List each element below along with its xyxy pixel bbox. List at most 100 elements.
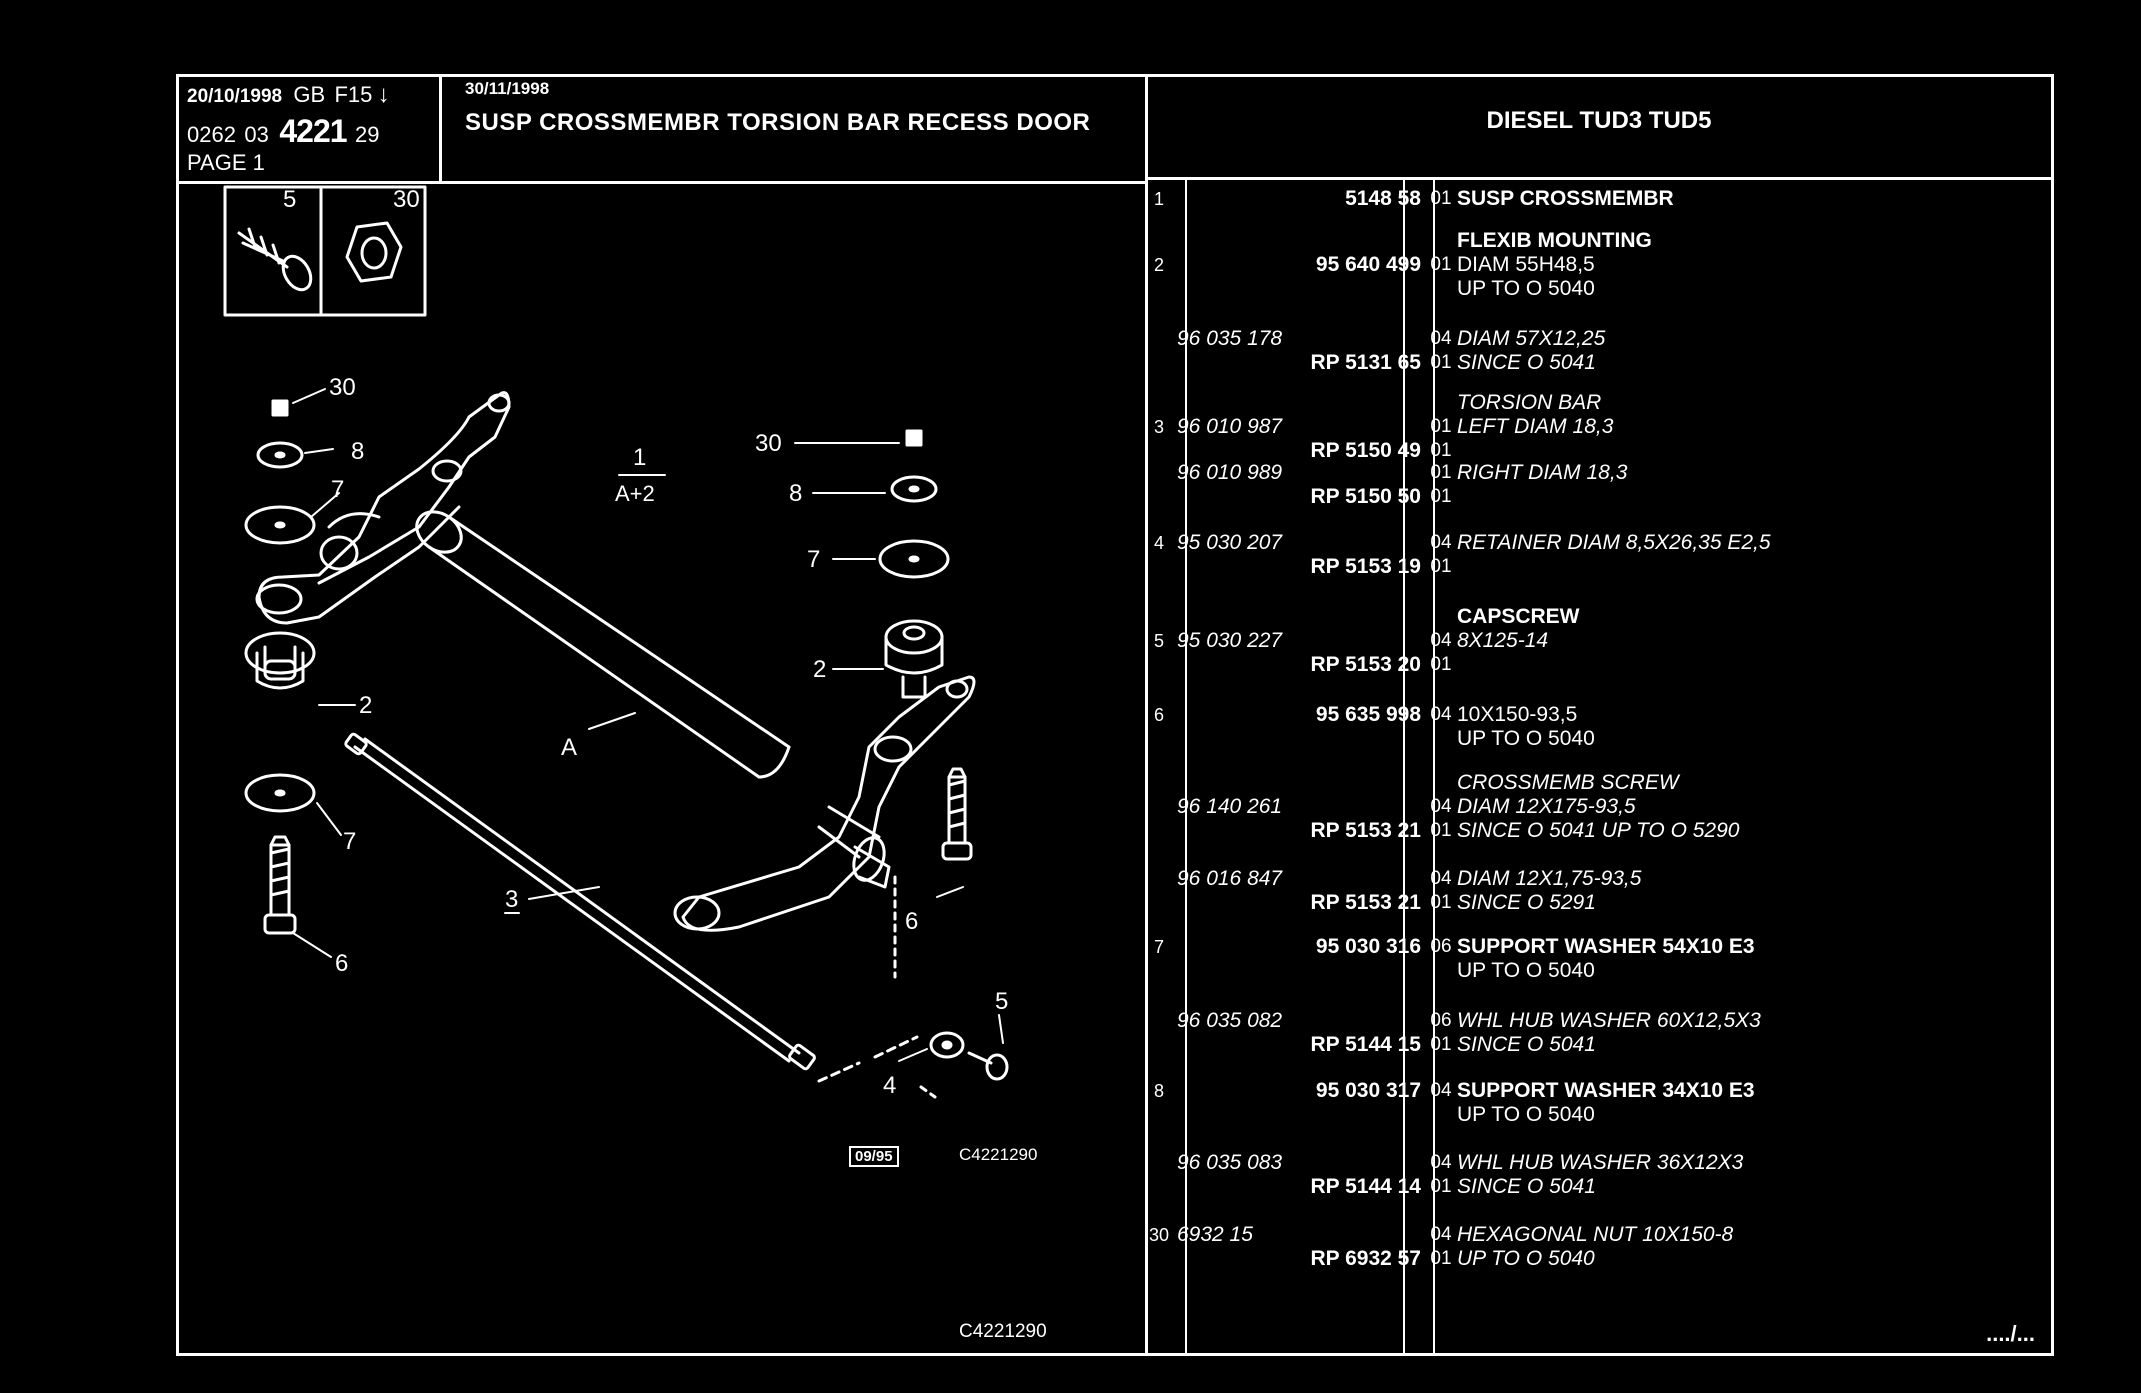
left-mount-stack: [244, 399, 316, 935]
part-description: RIGHT DIAM 18,3: [1457, 461, 1628, 484]
part-description: UP TO O 5040: [1457, 1247, 1595, 1270]
part-number: RP 5144 15: [1310, 1033, 1421, 1056]
part-ref: 3: [1153, 417, 1164, 437]
part-number: 96 010 989: [1177, 461, 1283, 484]
part-description: FLEXIB MOUNTING: [1457, 229, 1652, 252]
part-qty: 01: [1430, 820, 1452, 841]
callouts: 5 30 30 8 7 2 7 6 1 A+2 30 8 7 2 A 3 6 5…: [283, 186, 1008, 1099]
part-ref: 7: [1153, 937, 1164, 957]
part-line: UP TO O 5040: [1147, 727, 2047, 751]
header-line-1: 20/10/1998 GB F15 ↓: [187, 81, 437, 109]
down-arrow-icon: ↓: [377, 81, 390, 108]
part-number: RP 5150 49: [1310, 439, 1421, 462]
part-number: 96 016 847: [1177, 867, 1283, 890]
part-number: 96 010 987: [1177, 415, 1283, 438]
retainer-capscrew: [817, 875, 1009, 1099]
parts-sheet: 20/10/1998 GB F15 ↓ 0262 03 4221 29 PAGE…: [176, 74, 2054, 1356]
part-description: UP TO O 5040: [1457, 277, 1595, 300]
main-split: [1145, 77, 1148, 1353]
part-description: TORSION BAR: [1457, 391, 1602, 414]
part-number: RP 5144 14: [1310, 1175, 1421, 1198]
part-number: RP 5153 19: [1310, 555, 1421, 578]
header-date: 20/10/1998: [187, 86, 283, 107]
part-ref: 1: [1153, 189, 1164, 209]
header-lang: GB: [293, 82, 326, 107]
header-divider-right: [1147, 177, 2051, 180]
part-line: UP TO O 5040: [1147, 959, 2047, 983]
callout-a2: A+2: [615, 481, 655, 506]
header-date-2: 30/11/1998: [465, 79, 550, 98]
part-qty: 04: [1430, 704, 1452, 725]
part-ref: 30: [1148, 1225, 1170, 1245]
header-divider: [179, 181, 1147, 184]
part-line: CAPSCREW: [1147, 605, 2047, 629]
part-qty: 01: [1430, 1176, 1452, 1197]
callout-7-left: 7: [331, 476, 344, 503]
part-number: RP 5153 21: [1310, 891, 1421, 914]
part-qty: 01: [1430, 486, 1452, 507]
part-ref: 2: [1153, 255, 1164, 275]
header-split: [439, 77, 442, 181]
part-description: SINCE O 5041: [1457, 1033, 1596, 1056]
part-qty: 01: [1430, 654, 1452, 675]
part-qty: 04: [1430, 1080, 1452, 1101]
part-description: UP TO O 5040: [1457, 727, 1595, 750]
screw-icon: [237, 227, 313, 292]
nut-icon: [345, 221, 403, 283]
col-ref-divider: [1185, 179, 1187, 1353]
part-description: SUSP CROSSMEMBR: [1457, 187, 1674, 210]
right-arm: [673, 675, 976, 932]
part-description: HEXAGONAL NUT 10X150-8: [1457, 1223, 1734, 1246]
callout-7-right: 7: [807, 546, 820, 573]
part-description: DIAM 57X12,25: [1457, 327, 1606, 350]
part-ref: 8: [1153, 1081, 1164, 1101]
diagram-code-bottom: C4221290: [959, 1321, 1047, 1342]
header-page: PAGE 1: [187, 150, 265, 175]
part-description: SINCE O 5291: [1457, 891, 1596, 914]
part-ref: 5: [1153, 631, 1164, 651]
page-title: SUSP CROSSMEMBR TORSION BAR RECESS DOOR: [465, 109, 1091, 136]
callout-30-right: 30: [755, 430, 782, 457]
part-number: 5148 58: [1345, 187, 1421, 210]
right-mount-stack: [878, 429, 973, 861]
part-description: WHL HUB WASHER 36X12X3: [1457, 1151, 1744, 1174]
engine-title: DIESEL TUD3 TUD5: [1486, 107, 1712, 134]
callout-8-right: 8: [789, 480, 802, 507]
part-qty: 01: [1430, 1248, 1452, 1269]
part-number: 96 035 083: [1177, 1151, 1283, 1174]
header-ref-a: 0262: [187, 122, 236, 147]
parts-list: 1 5148 58 01 SUSP CROSSMEMBR FLEXIB MOUNTING…: [1147, 181, 2049, 1353]
callout-1: 1: [633, 444, 646, 471]
part-number: 95 030 317: [1315, 1079, 1421, 1102]
part-description: SUPPORT WASHER 34X10 E3: [1457, 1079, 1755, 1102]
header-line-2: 0262 03 4221 29: [187, 113, 437, 150]
part-description: LEFT DIAM 18,3: [1457, 415, 1614, 438]
part-qty: 06: [1430, 1010, 1452, 1031]
crossmember-tube: [415, 510, 791, 779]
part-number: 95 635 998: [1315, 703, 1421, 726]
header-code: F15: [334, 82, 373, 107]
callout-5: 5: [995, 988, 1008, 1015]
part-number: 96 035 082: [1177, 1009, 1283, 1032]
